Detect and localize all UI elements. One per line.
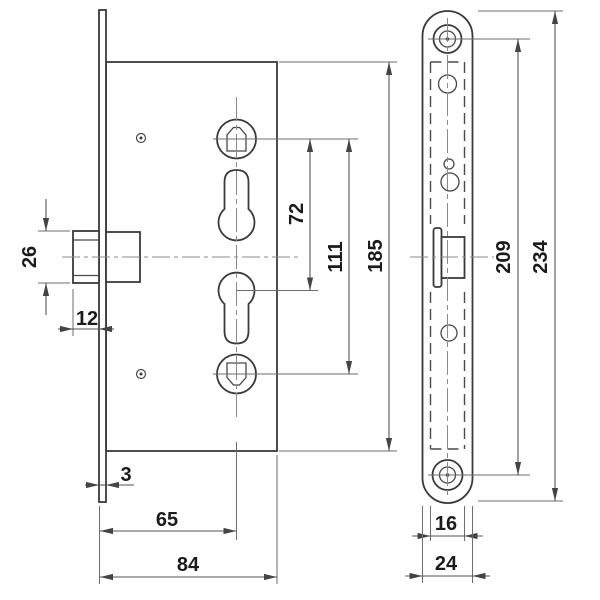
dim-faceplate-width: 24 (405, 506, 490, 583)
faceplate-hole-4 (440, 324, 458, 342)
dim-label-234: 234 (530, 239, 552, 273)
dim-label-185: 185 (365, 239, 387, 272)
dim-screw-hole-spacing: 209 (428, 38, 530, 476)
faceplate-hole-3 (440, 172, 460, 192)
dim-case-thickness: 16 (412, 506, 483, 541)
dim-label-65: 65 (156, 509, 178, 531)
faceplate-edge (98, 9, 107, 503)
dim-case-height: 185 (279, 61, 397, 452)
case-screw-hole-top (135, 132, 147, 144)
dim-faceplate-thickness: 3 (85, 464, 134, 489)
dim-label-84: 84 (177, 554, 200, 576)
dim-backset: 65 (99, 442, 237, 584)
dim-follower-to-cylinder: 72 (213, 138, 358, 291)
dim-label-3: 3 (120, 464, 131, 486)
dim-label-12: 12 (76, 308, 98, 330)
dim-label-26: 26 (19, 246, 41, 268)
case-screw-dot-top (139, 136, 143, 140)
dim-label-111: 111 (325, 241, 347, 272)
dim-label-72: 72 (286, 203, 308, 225)
dim-label-24: 24 (435, 553, 458, 575)
dim-label-16: 16 (435, 513, 457, 535)
faceplate-hole-2 (443, 158, 455, 170)
euro-keyhole-upper (217, 169, 256, 242)
front-view (72, 9, 278, 503)
case-screw-hole-bottom (135, 368, 147, 380)
case-screw-dot-bottom (139, 372, 143, 376)
dim-latch-height: 26 (19, 199, 70, 315)
center-lines (62, 18, 494, 496)
dim-latch-protrusion: 12 (58, 289, 114, 336)
dim-faceplate-length: 234 (478, 10, 563, 502)
dim-case-depth: 84 (100, 455, 278, 584)
dim-follower-spacing: 111 (213, 139, 358, 375)
dim-label-209: 209 (493, 240, 515, 273)
